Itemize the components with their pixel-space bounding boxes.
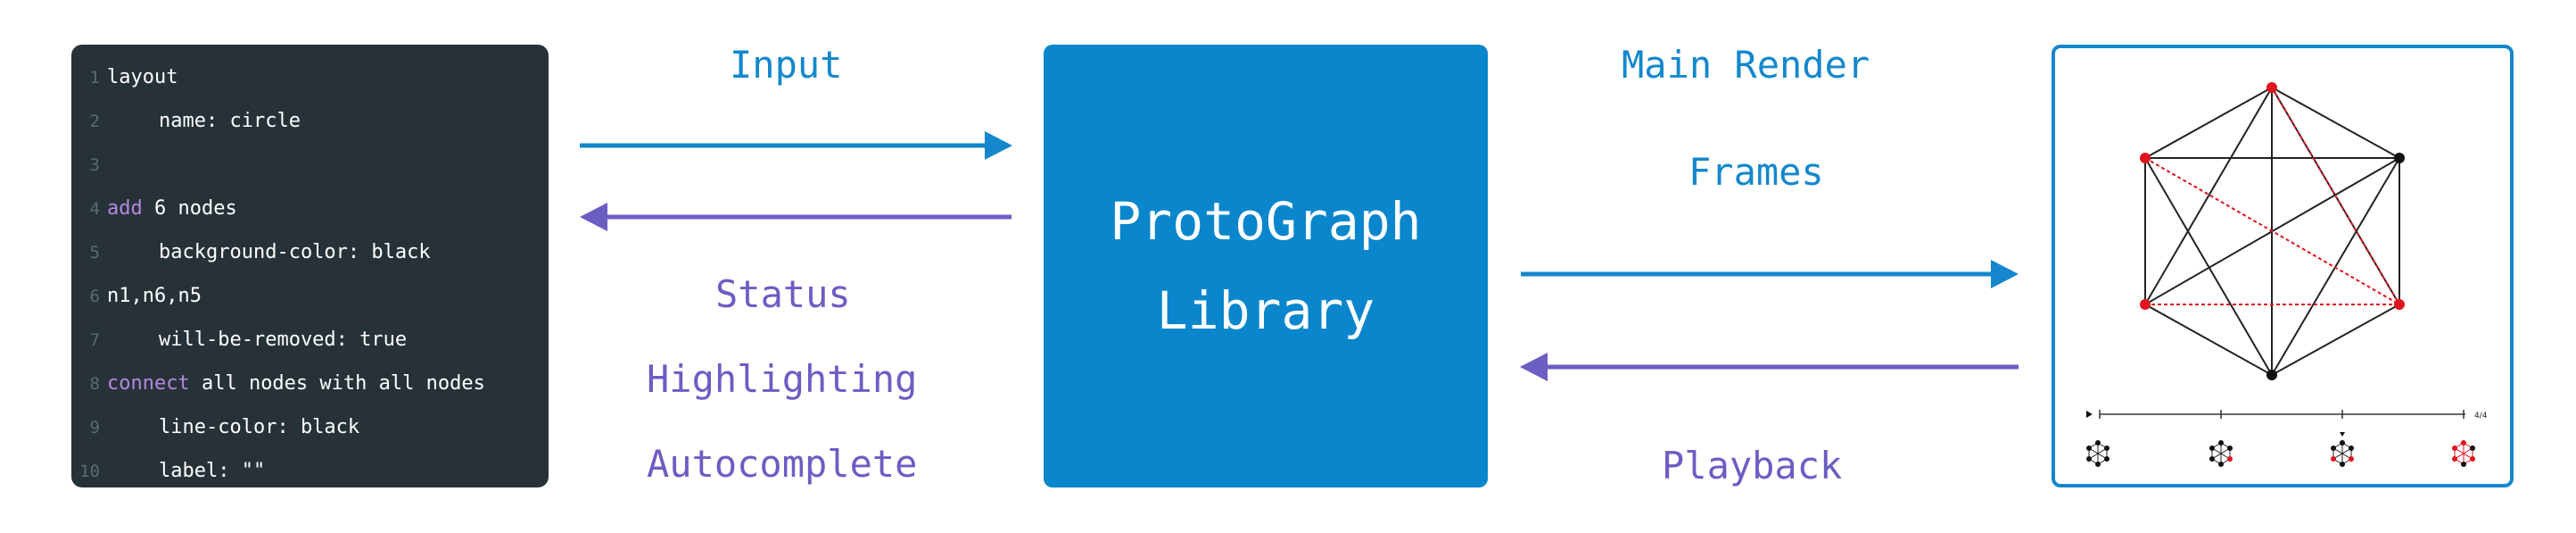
code-line: 7 will-be-removed: true — [71, 318, 549, 362]
graph-node — [2266, 82, 2277, 93]
frame-thumbnail-1[interactable] — [2086, 440, 2110, 467]
code-text: name: circle — [159, 110, 301, 132]
line-number: 4 — [89, 198, 100, 219]
code-text: all nodes with all nodes — [189, 372, 485, 395]
line-number: 7 — [89, 329, 100, 350]
code-line: 2 name: circle — [71, 99, 549, 143]
code-line: 10 label: "" — [71, 449, 549, 493]
code-line: 4 add 6 nodes — [71, 187, 549, 230]
code-line: 5 background-color: black — [71, 230, 549, 274]
code-text: layout — [107, 66, 178, 88]
graph-node — [2266, 370, 2277, 380]
protograph-library-box: ProtoGraph Library — [1044, 45, 1488, 487]
main-render-label: Main Render — [1622, 43, 1870, 87]
render-panel: 4/4 — [2052, 45, 2514, 487]
frame-thumbnail-3[interactable] — [2331, 432, 2354, 467]
play-icon[interactable] — [2086, 411, 2093, 418]
frames-label: Frames — [1688, 150, 1824, 194]
code-text: 6 nodes — [142, 197, 237, 220]
line-number: 2 — [89, 111, 100, 131]
playback-timeline[interactable]: 4/4 — [2086, 410, 2488, 421]
code-keyword: connect — [107, 372, 190, 395]
status-arrow — [580, 203, 1011, 231]
code-text: label: "" — [159, 460, 266, 482]
input-arrow — [580, 131, 1012, 160]
graph-node — [2394, 153, 2405, 163]
line-number: 6 — [89, 286, 100, 306]
input-label: Input — [730, 43, 843, 87]
frame-thumbnail-4[interactable] — [2452, 440, 2475, 467]
code-text: line-color: black — [159, 416, 360, 438]
graph-node — [2140, 299, 2151, 310]
code-text: n1,n6,n5 — [107, 285, 202, 307]
frame-thumbnail-2[interactable] — [2209, 440, 2233, 467]
line-number: 8 — [89, 373, 100, 394]
line-number: 10 — [79, 461, 100, 481]
removed-edges — [2144, 87, 2400, 305]
code-line: 3 — [71, 143, 549, 187]
playback-label: Playback — [1662, 444, 1843, 487]
line-number: 3 — [89, 154, 100, 175]
code-line: 1 layout — [71, 55, 549, 99]
code-keyword: add — [107, 197, 143, 220]
graph-node — [2140, 153, 2151, 163]
line-number: 9 — [89, 417, 100, 437]
code-text: will-be-removed: true — [159, 329, 408, 351]
code-line: 9 line-color: black — [71, 405, 549, 449]
highlighting-label: Highlighting — [647, 357, 918, 401]
status-label: Status — [715, 272, 851, 316]
frame-counter: 4/4 — [2474, 412, 2488, 421]
line-number: 5 — [89, 242, 100, 262]
graph-render: 4/4 — [2086, 82, 2488, 467]
code-editor[interactable]: 1 layout 2 name: circle 3 4 add 6 nodes … — [71, 45, 549, 487]
autocomplete-label: Autocomplete — [647, 442, 918, 486]
playback-arrow — [1520, 353, 2019, 381]
code-text: background-color: black — [159, 241, 431, 263]
code-line: 8 connect all nodes with all nodes — [71, 362, 549, 405]
library-title-line1: ProtoGraph — [1110, 191, 1422, 252]
render-arrow — [1521, 260, 2019, 288]
graph-node — [2394, 299, 2405, 310]
code-line: 6 n1,n6,n5 — [71, 274, 549, 318]
line-number: 1 — [89, 67, 100, 87]
library-title-line2: Library — [1156, 280, 1375, 341]
